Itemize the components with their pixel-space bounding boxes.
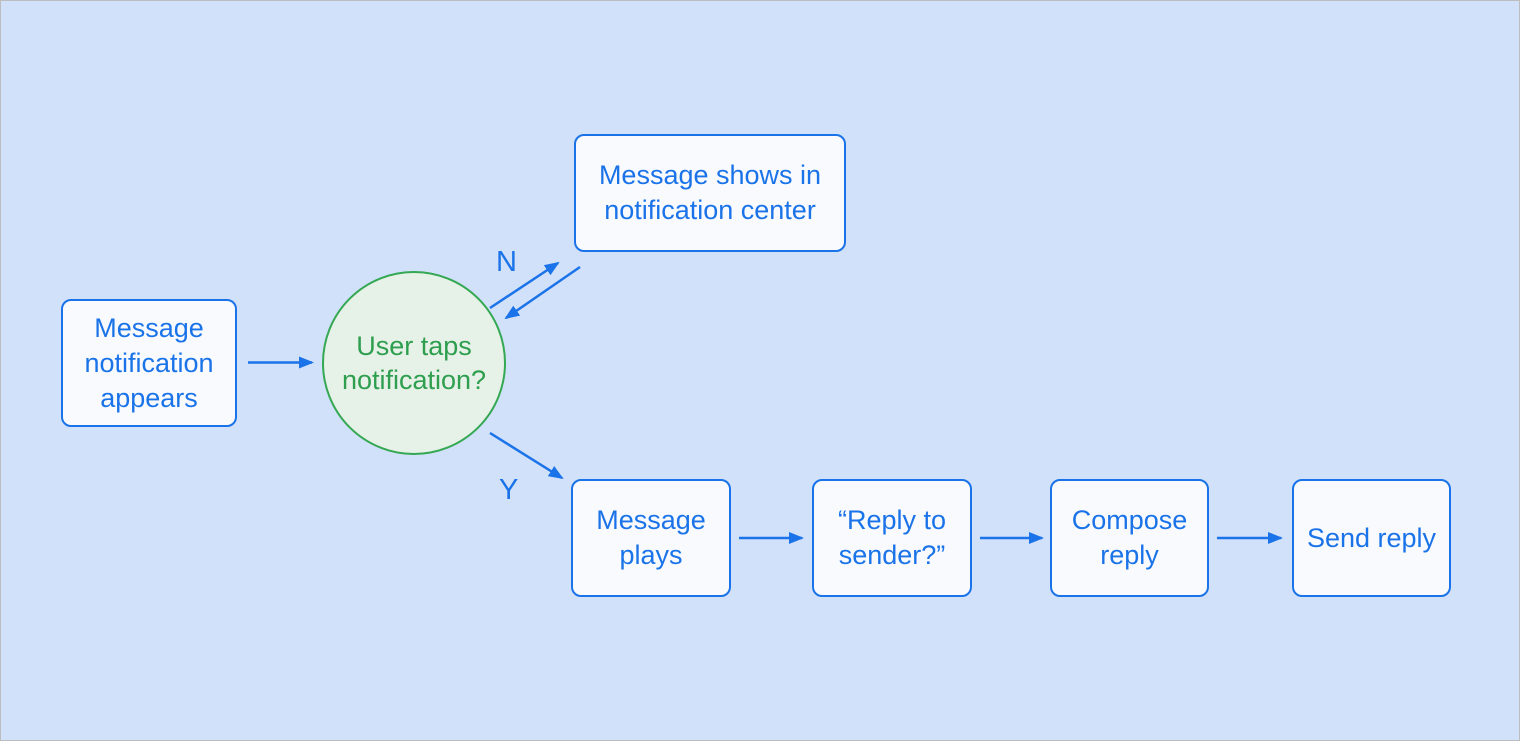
branch-label-no: N (496, 246, 517, 278)
node-label: Message plays (596, 505, 706, 570)
node-label: Send reply (1306, 522, 1437, 553)
node-label: “Reply to sender?” (837, 505, 947, 570)
node-message-notification-appears: Message notification appears (61, 299, 237, 427)
node-reply-to-sender: “Reply to sender?” (812, 479, 972, 597)
edge-notification-center-to-decision (504, 265, 581, 320)
edge-decision-to-notification-center (489, 261, 560, 310)
edge-decision-to-message-plays (489, 431, 564, 480)
node-user-taps-notification-decision: User taps notification? (322, 271, 506, 455)
node-label: Message notification appears (84, 312, 214, 413)
node-label: User taps notification? (341, 331, 487, 395)
node-message-shows-in-notification-center: Message shows in notification center (574, 134, 846, 252)
node-label: Message shows in notification center (598, 160, 822, 225)
node-send-reply: Send reply (1292, 479, 1451, 597)
node-label: Compose reply (1071, 505, 1188, 570)
node-compose-reply: Compose reply (1050, 479, 1209, 597)
branch-label-yes: Y (499, 474, 519, 506)
node-message-plays: Message plays (571, 479, 731, 597)
